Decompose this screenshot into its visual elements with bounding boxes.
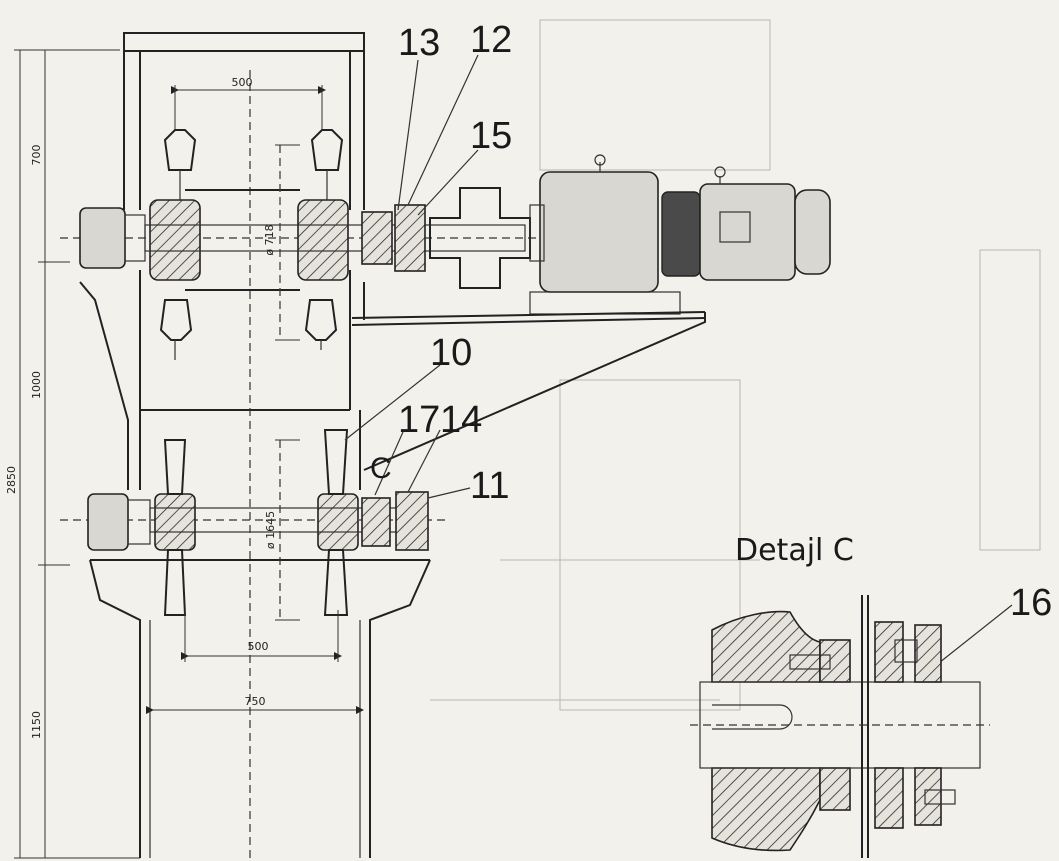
- dim-width: 750: [245, 695, 266, 708]
- housing-frame: [79, 32, 431, 858]
- dim-top-section: 700: [30, 145, 43, 166]
- callout-C: C: [370, 452, 392, 485]
- upper-wheel-assembly: [79, 129, 526, 360]
- detail-c-title: Detajl C: [735, 533, 854, 568]
- dim-top-spacing: 500: [232, 76, 253, 89]
- callout-16: 16: [1010, 582, 1052, 624]
- callout-17: 17: [398, 399, 440, 441]
- drive-train: [351, 154, 831, 471]
- callout-11: 11: [470, 465, 509, 507]
- detail-c-drawing: [690, 595, 990, 858]
- callout-leaders: [344, 54, 1013, 679]
- dim-mid-section: 1000: [30, 371, 43, 399]
- dimension-column: [14, 49, 140, 859]
- callout-14: 14: [440, 399, 482, 441]
- callout-15: 15: [470, 115, 512, 157]
- dim-bottom-spacing: 500: [248, 640, 269, 653]
- callout-13: 13: [398, 22, 440, 64]
- dim-bottom-spacing-line: [181, 610, 342, 662]
- lower-wheel-assembly: [87, 429, 429, 621]
- callout-10: 10: [430, 332, 472, 374]
- dim-upper-diameter: ø 718: [263, 224, 276, 255]
- dim-top-spacing-line: [171, 85, 326, 130]
- dim-lower-diameter: ø 1645: [264, 511, 277, 549]
- background-ghost-lines: [430, 19, 1041, 711]
- callout-12: 12: [470, 19, 512, 61]
- dim-total-height: 2850: [5, 466, 18, 494]
- dim-bottom-section: 1150: [30, 711, 43, 739]
